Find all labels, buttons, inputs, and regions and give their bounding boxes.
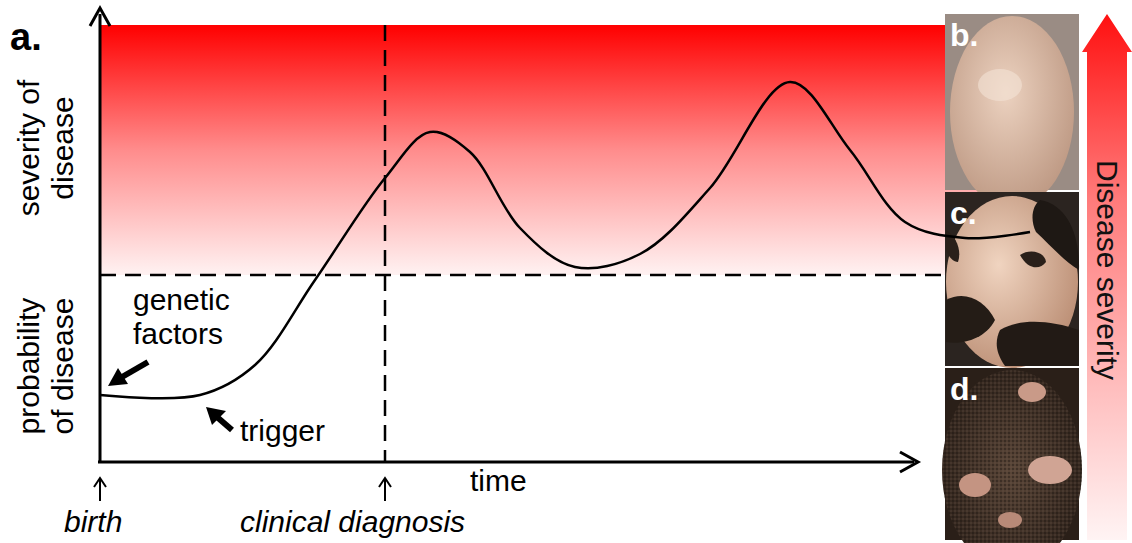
photo-alopecia-areata-patches (942, 368, 1082, 543)
birth-arrow (94, 478, 106, 501)
panel-letter: c. (950, 196, 977, 232)
x-axis (98, 461, 914, 464)
severity-arrow: Disease severity (1082, 12, 1132, 540)
axis-title: severity of disease (12, 73, 79, 223)
y-axis-arrowhead (90, 8, 110, 26)
photo-total-alopecia (945, 14, 1079, 208)
axis-title: probability of disease (12, 291, 79, 441)
genetic-arrow (108, 362, 148, 386)
time-marker: clinical diagnosis (240, 505, 465, 539)
panel-letter: a. (10, 16, 42, 59)
scale-label: Disease severity (1092, 160, 1122, 380)
photo-patchy-alopecia (945, 192, 1079, 368)
x-axis-arrowhead (900, 452, 918, 472)
diagnosis-arrow (379, 478, 391, 501)
severity-region (100, 25, 1030, 275)
axis-label: time (470, 464, 527, 498)
time-marker: birth (64, 505, 122, 539)
trigger-arrow (206, 407, 232, 430)
annotation: genetic factors (133, 283, 245, 350)
panel-letter: b. (950, 18, 978, 54)
panel-letter: d. (950, 372, 978, 408)
threshold-line (100, 274, 1030, 277)
annotation: trigger (240, 414, 325, 448)
arrow-band (1082, 14, 1132, 540)
disease-curve (100, 82, 1030, 398)
diagnosis-line (384, 25, 387, 462)
